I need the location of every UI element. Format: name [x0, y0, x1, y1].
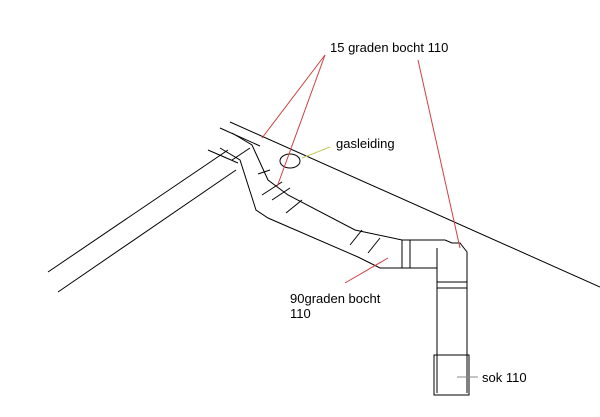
leader-15-bend-c	[417, 59, 461, 249]
leader-15-bend-a	[261, 54, 326, 139]
pipe-lower-edge	[219, 147, 438, 393]
label-90-bend-line2: 110	[290, 306, 311, 321]
pipe-upper-edge	[231, 132, 468, 268]
joint-2	[257, 169, 271, 175]
label-sleeve: sok 110	[482, 370, 527, 385]
leader-gas	[301, 146, 331, 159]
joint-7	[367, 237, 381, 254]
leader-15-bend-b	[276, 54, 326, 188]
rafter-line-bottom	[57, 169, 237, 293]
joint-6	[349, 229, 363, 246]
joint-1	[231, 147, 251, 161]
sleeve-box	[433, 354, 470, 396]
leader-90-bend	[344, 257, 389, 284]
joint-3	[261, 181, 283, 196]
roof-line	[229, 121, 600, 288]
joint-5	[285, 199, 303, 214]
label-90-bend-line1: 90graden bocht	[290, 291, 381, 306]
label-15-bend: 15 graden bocht 110	[330, 40, 448, 55]
top-short-line-2	[207, 149, 239, 164]
gas-pipe-circle	[279, 153, 301, 169]
rafter-line-top	[47, 149, 229, 273]
top-short-line-1	[219, 127, 261, 147]
label-gas: gasleiding	[336, 136, 395, 151]
joint-4	[271, 187, 291, 201]
